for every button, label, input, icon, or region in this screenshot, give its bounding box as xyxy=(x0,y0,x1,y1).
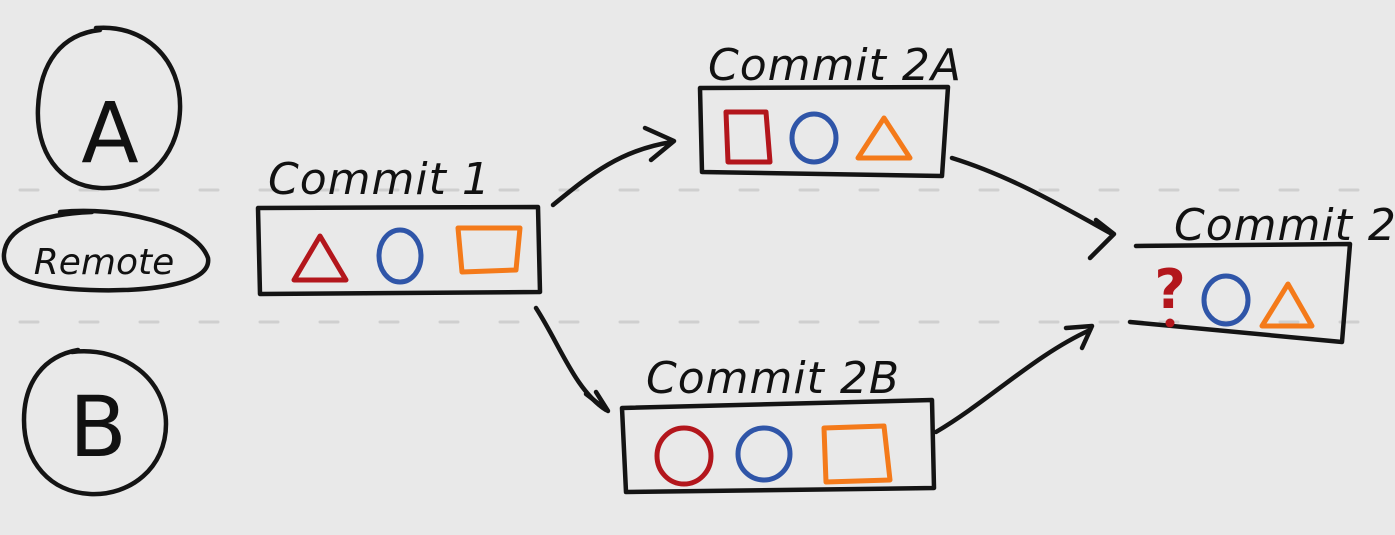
arrow-commit2a-to-commit2-head xyxy=(1087,217,1117,261)
commit-2b-circle-blue xyxy=(735,425,793,483)
commit-2-triangle xyxy=(1259,281,1315,329)
arrow-commit2b-to-commit2 xyxy=(933,327,1093,435)
actor-a: A xyxy=(35,25,183,191)
arrow-commit2b-to-commit2-head xyxy=(1063,323,1095,351)
actor-remote-ellipse xyxy=(1,208,211,293)
actor-remote-label: Remote xyxy=(34,242,175,283)
commit-2a-circle xyxy=(789,111,839,165)
commit-1-box xyxy=(255,204,543,297)
commit-2b-box xyxy=(619,397,937,495)
commit-1-title: Commit 1 xyxy=(268,154,491,205)
commit-2a: Commit 2A xyxy=(697,40,962,179)
commit-2b-title: Commit 2B xyxy=(646,353,900,404)
actor-remote: Remote xyxy=(1,208,211,293)
commit-2a-square xyxy=(723,109,773,165)
commit-1-triangle xyxy=(291,233,349,283)
arrow-commit1-to-commit2b-head xyxy=(583,389,611,414)
commit-2-question-mark: ? xyxy=(1154,258,1185,321)
commit-1-circle xyxy=(376,227,424,285)
commit-1: Commit 1 xyxy=(255,154,543,297)
actor-b-label: B xyxy=(69,378,127,476)
commit-2-circle xyxy=(1201,273,1251,327)
arrow-commit1-to-commit2a-head xyxy=(642,125,677,163)
actor-b: B xyxy=(21,347,169,497)
commit-2: Commit 2 ? xyxy=(1127,200,1395,345)
arrow-commit2a-to-commit2 xyxy=(949,155,1115,237)
commit-2-question-dot xyxy=(1165,318,1175,328)
commit-2a-box xyxy=(697,84,951,179)
commit-2b-circle-red xyxy=(654,425,714,487)
commit-2b-square xyxy=(821,423,893,485)
commit-2a-triangle xyxy=(855,115,913,161)
actor-a-circle xyxy=(35,25,183,191)
actor-b-circle xyxy=(21,347,169,497)
actor-a-label: A xyxy=(81,84,138,182)
arrow-commit1-to-commit2a xyxy=(550,139,675,208)
commit-1-square xyxy=(455,225,523,275)
commit-2b: Commit 2B xyxy=(619,353,937,495)
arrows xyxy=(533,125,1117,435)
commit-2a-title: Commit 2A xyxy=(708,40,962,91)
commit-2-box xyxy=(1127,241,1353,345)
